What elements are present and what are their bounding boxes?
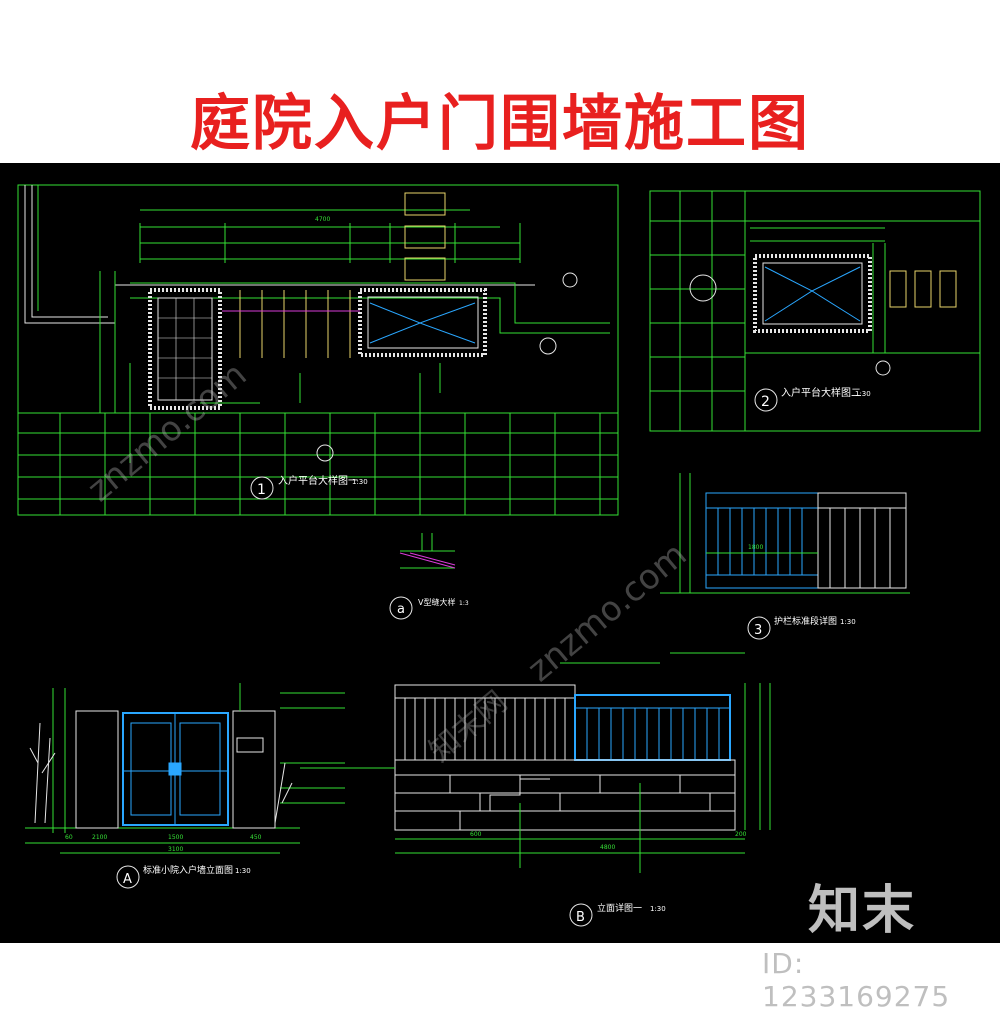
detail-3-name: 护栏标准段详图	[774, 615, 837, 627]
detail-3-index: 3	[754, 623, 762, 638]
plan-1-steps	[239, 192, 446, 358]
detail-3-mid-dim: 1800	[748, 544, 763, 551]
image-id: ID: 1233169275	[762, 947, 951, 1013]
watermark-brand-1: 知末网	[423, 684, 514, 769]
plan-2-drawing	[649, 190, 981, 432]
detail-a-scale: 1:3	[459, 600, 469, 607]
page-title: 庭院入户门围墙施工图	[190, 89, 810, 159]
cad-drawing-canvas: 1 入户平台大样图一 1:30 4700 2 入户平台大样图二 1:3	[0, 163, 1000, 943]
detail-3-scale: 1:30	[840, 618, 856, 626]
plan-1-name: 入户平台大样图一	[278, 474, 358, 487]
plan-2-name: 入户平台大样图二	[781, 386, 861, 399]
plan-1-scale: 1:30	[352, 478, 368, 486]
detail-3-drawing	[660, 473, 910, 640]
plan-2-scale: 1:30	[855, 390, 871, 398]
plan-1-drawing	[17, 184, 619, 516]
elevation-b-dim-1: 600	[470, 831, 482, 838]
elevation-a-dim-1: 60	[65, 834, 73, 841]
elevation-a-dim-4: 450	[250, 834, 262, 841]
detail-a-index: a	[397, 602, 405, 617]
elevation-a-drawing	[25, 683, 345, 889]
brand-logo: 知末	[808, 881, 917, 941]
plan-1-top-dim: 4700	[315, 216, 330, 223]
elevation-a-total-dim: 3100	[168, 846, 183, 853]
elevation-a-dim-3: 1500	[168, 834, 183, 841]
plan-2-index: 2	[761, 394, 770, 410]
plan-2-planter	[753, 254, 872, 333]
plan-1-index: 1	[257, 482, 266, 498]
plan-1-planters	[148, 288, 487, 410]
elevation-b-drawing	[300, 652, 771, 927]
elevation-a-scale: 1:30	[235, 867, 251, 875]
plan-1-markers	[250, 272, 578, 500]
cad-svg: 1 入户平台大样图一 1:30 4700 2 入户平台大样图二 1:3	[17, 184, 981, 927]
plan-2-markers	[689, 274, 891, 412]
detail-a-drawing	[389, 533, 456, 620]
elevation-b-index: B	[576, 910, 585, 925]
elevation-b-scale: 1:30	[650, 905, 666, 913]
elevation-a-name: 标准小院入户墙立面图	[143, 864, 233, 876]
watermark-site-2: znzmo.com	[520, 535, 694, 690]
elevation-b-dim-3: 200	[735, 831, 747, 838]
elevation-b-name: 立面详图一	[597, 902, 642, 914]
detail-a-name: V型缝大样	[418, 597, 455, 607]
elevation-a-dim-2: 2100	[92, 834, 107, 841]
plan-2-steps	[889, 270, 957, 308]
elevation-a-index: A	[123, 872, 132, 887]
elevation-b-dim-2: 4800	[600, 844, 615, 851]
